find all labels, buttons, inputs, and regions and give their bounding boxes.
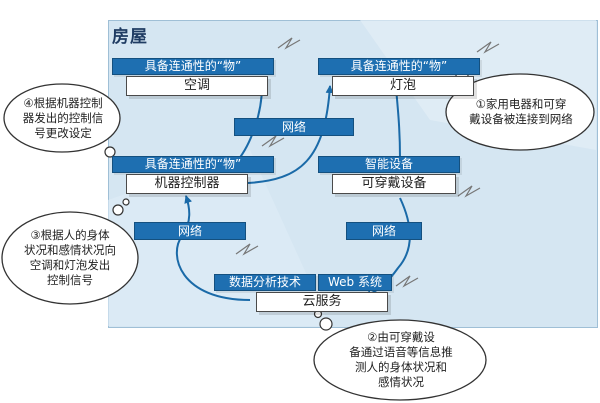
note-3-line: 状况和感情状况向 xyxy=(24,243,116,257)
room-label: 房屋 xyxy=(112,27,148,47)
cloud-service-name: 云服务 xyxy=(256,292,388,312)
note-3-line: ③根据人的身体 xyxy=(30,228,110,242)
note-2-line: 感情状况 xyxy=(378,375,424,389)
device-smart-tag: 智能设备 xyxy=(318,156,460,173)
cloud-tag-analytics: 数据分析技术 xyxy=(214,274,316,291)
cloud-note-4-shape xyxy=(3,83,124,164)
note-2-line: ②由可穿戴设 xyxy=(367,330,435,344)
cloud-note-2-shape xyxy=(313,309,487,401)
wireless-mark xyxy=(261,135,285,148)
note-2-line: 测人的身体状况和 xyxy=(355,360,447,374)
wireless-mark xyxy=(395,275,419,288)
network-label-top: 网络 xyxy=(234,118,354,136)
device-ac-tag: 具备连通性的“物” xyxy=(112,58,274,75)
cloud-tag-web: Web 系统 xyxy=(318,274,392,291)
cloud-note-3-shape xyxy=(1,198,139,305)
note-1-line: ①家用电器和可穿 xyxy=(475,97,567,111)
device-smart-name: 可穿戴设备 xyxy=(332,174,456,194)
arrow-controller-to-light xyxy=(247,85,334,184)
network-label-right: 网络 xyxy=(346,222,422,240)
note-3-line: 控制信号 xyxy=(47,273,93,287)
wireless-mark xyxy=(235,243,259,256)
network-label-left: 网络 xyxy=(134,222,246,240)
note-3: ③根据人的身体 状况和感情状况向 空调和灯泡发出 控制信号 xyxy=(8,228,132,288)
device-light-tag: 具备连通性的“物” xyxy=(318,58,480,75)
note-1-line: 戴设备被连接到网络 xyxy=(469,112,573,126)
note-4-line: 器发出的控制信 xyxy=(22,111,104,125)
device-ac-name: 空调 xyxy=(126,76,268,96)
note-1: ①家用电器和可穿 戴设备被连接到网络 xyxy=(454,97,588,127)
arrow-cloud-to-controller xyxy=(175,195,251,301)
wireless-mark xyxy=(457,185,481,198)
note-3-line: 空调和灯泡发出 xyxy=(29,258,111,272)
device-controller-name: 机器控制器 xyxy=(126,174,248,194)
wireless-mark xyxy=(277,37,301,50)
arrow-wearable-to-light xyxy=(392,87,401,159)
wireless-mark xyxy=(476,41,500,54)
note-4-line: 号更改设定 xyxy=(34,126,92,140)
note-2: ②由可穿戴设 备通过语音等信息推 测人的身体状况和 感情状况 xyxy=(326,330,476,390)
note-4: ④根据机器控制 器发出的控制信 号更改设定 xyxy=(8,96,118,141)
device-controller-tag: 具备连通性的“物” xyxy=(112,156,274,173)
note-4-line: ④根据机器控制 xyxy=(23,96,103,110)
device-light-name: 灯泡 xyxy=(332,76,474,96)
note-2-line: 备通过语音等信息推 xyxy=(349,345,453,359)
